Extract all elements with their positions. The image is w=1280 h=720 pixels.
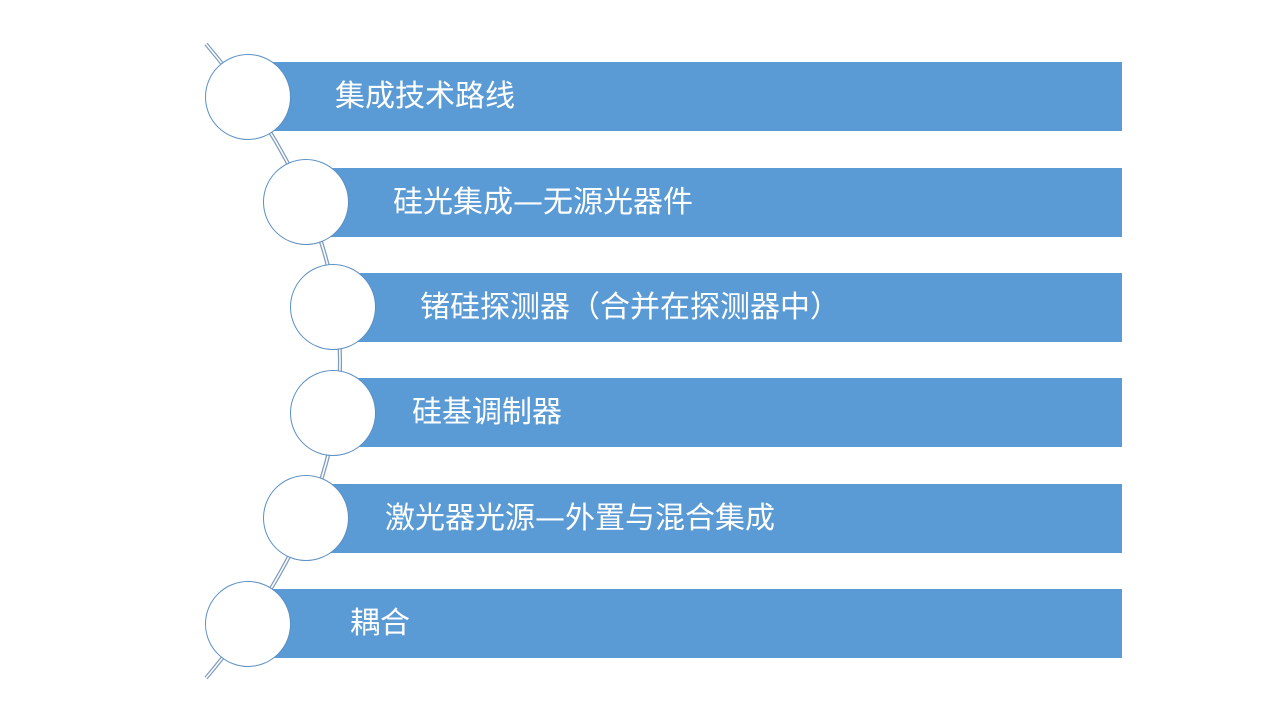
list-item-circle-4: [290, 370, 376, 456]
list-item-label-4: 硅基调制器: [412, 395, 562, 430]
list-item-circle-6: [205, 581, 291, 667]
list-item-bar-4: [333, 378, 1122, 447]
list-item-bar-1: [248, 62, 1122, 131]
list-item-bar-6: [248, 589, 1122, 658]
list-item-label-1: 集成技术路线: [335, 79, 515, 114]
list-item-bar-5: [306, 484, 1122, 553]
list-item-circle-1: [205, 54, 291, 140]
list-item-label-6: 耦合: [350, 606, 410, 641]
list-item-label-3: 锗硅探测器（合并在探测器中）: [420, 290, 840, 325]
list-item-circle-2: [263, 159, 349, 245]
list-item-bar-2: [306, 168, 1122, 237]
list-item-label-5: 激光器光源—外置与混合集成: [385, 501, 775, 536]
list-item-label-2: 硅光集成—无源光器件: [393, 185, 693, 220]
list-item-bar-3: [333, 273, 1122, 342]
list-item-circle-5: [263, 475, 349, 561]
list-item-circle-3: [290, 264, 376, 350]
